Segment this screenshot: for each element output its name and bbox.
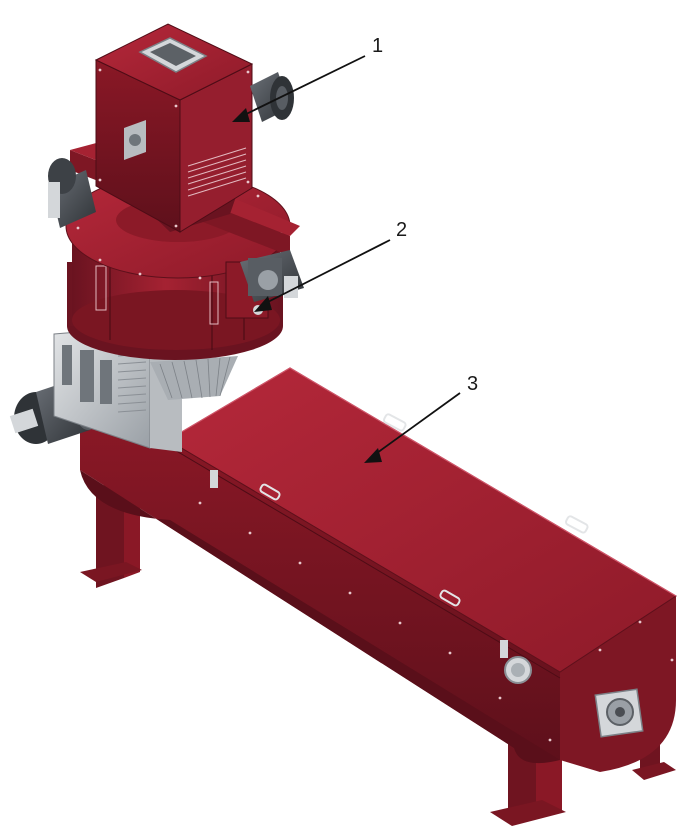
leader-line-3: [369, 392, 461, 459]
leader-line-1: [237, 55, 366, 119]
auxiliary-motor-left: [48, 158, 96, 228]
callout-number-3: 3: [467, 373, 478, 395]
feed-hopper: [94, 23, 254, 233]
arrowhead-3: [364, 448, 382, 463]
callout-2: 2: [254, 219, 407, 312]
callout-1: 1: [232, 35, 383, 122]
transfer-cone: [150, 356, 238, 400]
callout-3: 3: [364, 373, 478, 463]
callout-number-2: 2: [396, 219, 407, 241]
leader-line-2: [259, 239, 391, 307]
hopper-motor: [250, 72, 294, 122]
trough-body: [80, 367, 677, 772]
arrowhead-1: [232, 108, 250, 122]
arrowhead-2: [254, 296, 272, 312]
callout-number-1: 1: [372, 35, 383, 57]
drum-gear-motor: [240, 250, 304, 302]
